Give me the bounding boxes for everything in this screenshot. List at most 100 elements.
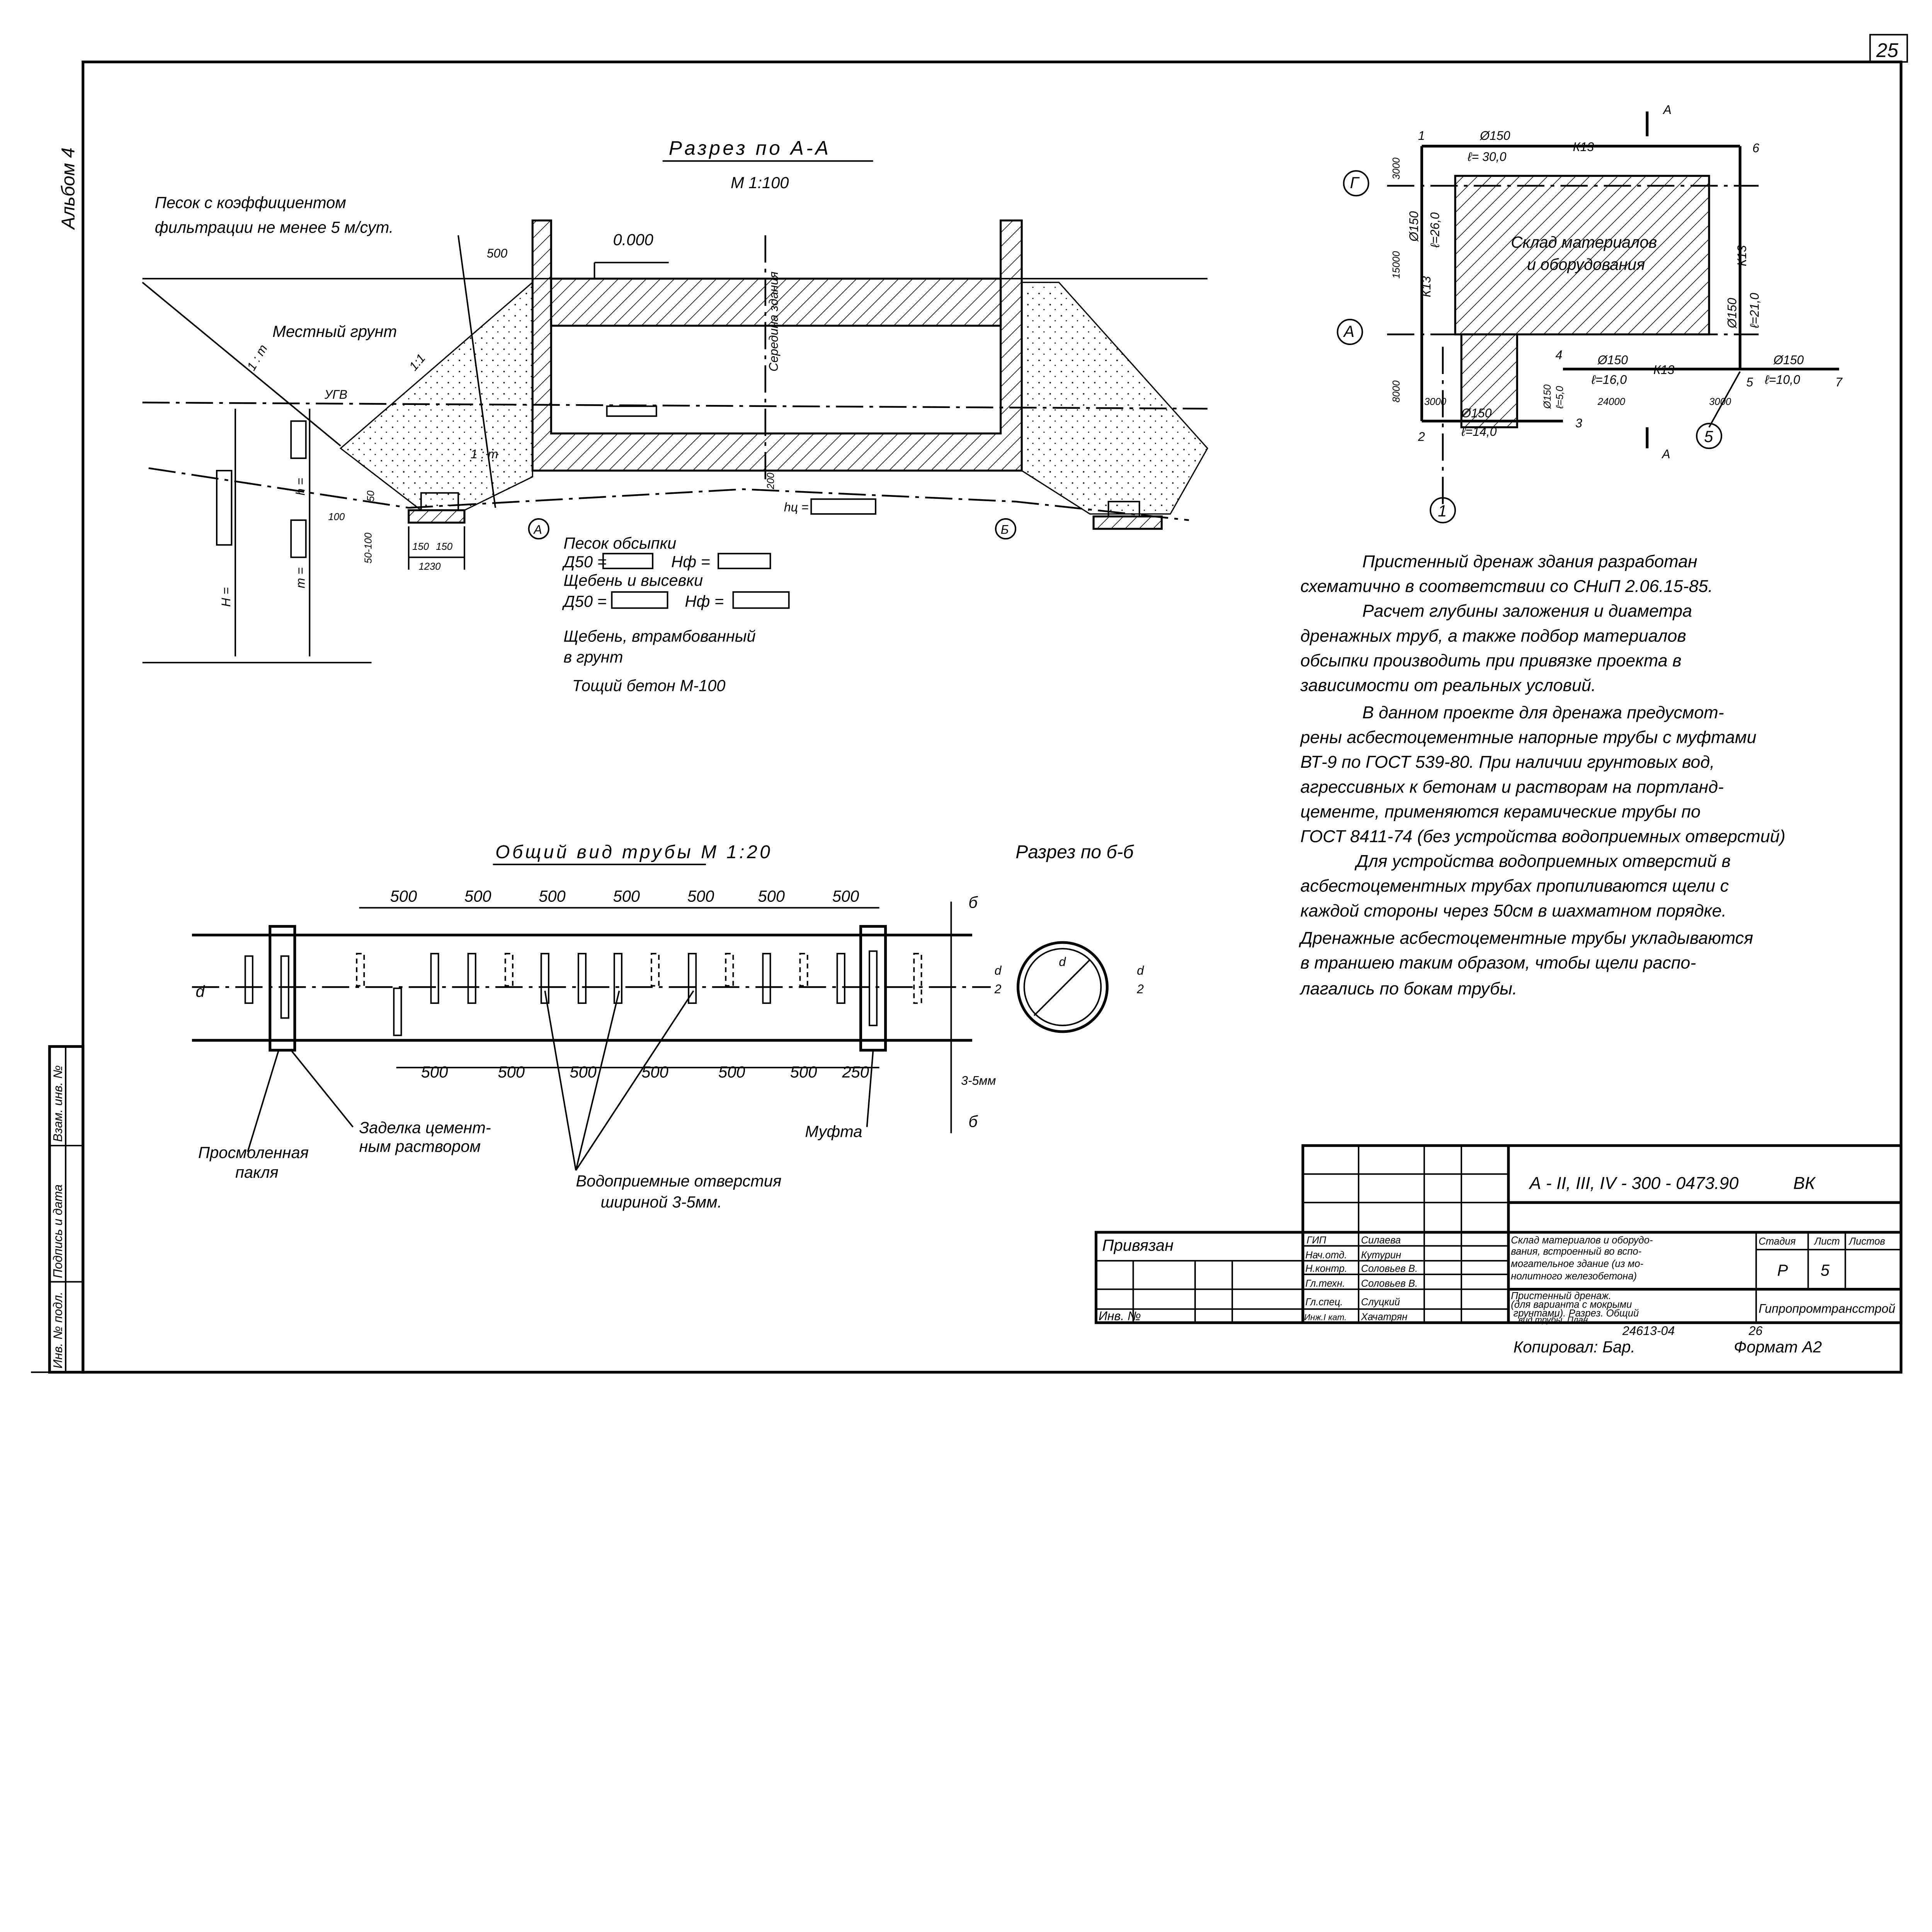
title-block-staff-2-name-text: Соловьев В. — [1361, 1264, 1418, 1274]
section-bb: Разрез по б-б d d 2 d 2 — [994, 842, 1144, 1033]
notes-8-text: ВТ-9 по ГОСТ 539-80. При наличии грунтов… — [1300, 752, 1714, 772]
section-aa-labels-hc-text: hц = — [784, 500, 809, 514]
notes-10-text: цементе, применяются керамические трубы … — [1300, 801, 1701, 821]
section-aa-legend-lean-concrete-text: Тощий бетон М-100 — [572, 676, 726, 694]
section-aa-labels-local-soil-text: Местный грунт — [272, 322, 397, 340]
title-block-staff-4-name-text: Слуцкий — [1361, 1297, 1400, 1308]
section-aa-scale: М 1:100 — [731, 173, 789, 192]
section-aa-labels-dim-100-text: 100 — [328, 512, 345, 522]
section-aa-labels-dim-150b-text: 150 — [436, 541, 453, 552]
section-aa-labels-elev-text: 0.000 — [613, 231, 653, 249]
section-bb-d3-den-text: 2 — [1136, 982, 1144, 996]
notes-6-text: В данном проекте для дренажа предусмот- — [1362, 702, 1724, 722]
side-stamp-1-text: Подпись и дата — [51, 1184, 65, 1278]
plan-axes-one-text: 1 — [1438, 502, 1447, 520]
plan-axes-five-text: 5 — [1704, 427, 1713, 446]
plan-pipes-2-l-text: ℓ=21,0 — [1747, 293, 1761, 329]
title-block-sheets-h-text: Листов — [1848, 1236, 1885, 1247]
title-block-sheet-h-text: Лист — [1814, 1236, 1840, 1247]
pipe-view-top-dims-1-text: 500 — [464, 887, 492, 905]
pipe-view-bottom-dims-1-text: 500 — [498, 1063, 525, 1081]
notes-12-text: Для устройства водоприемных отверстий в — [1354, 851, 1731, 871]
section-aa-labels-sand-note-1-text: Песок с коэффициентом — [155, 193, 346, 211]
plan-cut2-text: А — [1661, 447, 1670, 461]
side-stamp: Инв. № подл. Подпись и дата Взам. инв. № — [48, 1045, 85, 1374]
section-aa-labels-slope-11-text: 1:1 — [406, 351, 428, 373]
title-block-object-desc-2-text: могательное здание (из мо- — [1511, 1259, 1643, 1269]
title-block-sheet-text: 5 — [1821, 1261, 1830, 1279]
pipe-view-bottom-dims-4-text: 500 — [718, 1063, 745, 1081]
document-code: А - II, III, IV - 300 - 0473.90 — [1528, 1173, 1738, 1193]
plan-nodes-6-text: 7 — [1835, 375, 1843, 389]
pipe-view-bottom-dims-6-text: 250 — [842, 1063, 869, 1081]
section-aa-labels-sand-note-2-text: фильтрации не менее 5 м/сут. — [155, 218, 394, 236]
sheet-number: 25 — [1876, 39, 1899, 61]
plan-pipes-4-d-text: Ø150 — [1773, 353, 1804, 367]
plan-pipes-3-l-text: ℓ=16,0 — [1591, 373, 1627, 387]
notes-14-text: каждой стороны через 50см в шахматном по… — [1300, 901, 1726, 920]
section-aa-title: Разрез по А-А — [669, 137, 831, 159]
plan-dims-d15000-text: 15000 — [1391, 251, 1402, 279]
pipe-view-slot-text: 3-5мм — [961, 1074, 996, 1088]
pipe-view-seal-1-text: Заделка цемент- — [359, 1119, 491, 1137]
plan-nodes-2-text: 3 — [1575, 416, 1582, 430]
title-block-inv-text: Инв. № — [1099, 1309, 1141, 1323]
title-block-staff-0-role-text: ГИП — [1306, 1235, 1326, 1246]
section-aa-labels-ugv-text: УГВ — [324, 388, 347, 401]
plan-dims-d3000-text: 3000 — [1391, 157, 1402, 180]
title-block-org-text: Гипропромтрансстрой — [1759, 1301, 1895, 1315]
section-bb-title-text: Разрез по б-б — [1015, 842, 1134, 862]
pipe-view-top-dims-2-text: 500 — [539, 887, 566, 905]
title-block-object-desc-1-text: вания, встроенный во вспо- — [1511, 1246, 1641, 1257]
section-bb-d3-num-text: d — [1137, 963, 1144, 977]
title-block-attached-text: Привязан — [1102, 1236, 1174, 1254]
pipe-view-top-dims-4-text: 500 — [687, 887, 714, 905]
section-aa-legend-sand-fill-text: Песок обсыпки — [563, 534, 676, 552]
pipe-view-coupling-text: Муфта — [805, 1122, 862, 1140]
side-stamp-2-text: Взам. инв. № — [51, 1065, 65, 1142]
notes-4-text: обсыпки производить при привязке проекта… — [1300, 650, 1681, 670]
section-aa-labels-dim-50-100-text: 50-100 — [363, 532, 374, 564]
plan-pipes-6-l-text: ℓ=5,0 — [1554, 386, 1565, 409]
document-mark: ВК — [1793, 1173, 1816, 1193]
plan-axes-a-text: А — [1343, 322, 1355, 340]
site-plan: Г А 1 5 А А Склад материалов и оборудова… — [1337, 103, 1843, 524]
section-aa-legend: Песок обсыпки Д50 = Нф = Щебень и высевк… — [562, 534, 790, 694]
plan-pipes-0-l-text: ℓ= 30,0 — [1467, 150, 1507, 164]
plan-nodes-1-text: 2 — [1418, 430, 1425, 444]
title-block-staff-1-name-text: Кутурин — [1361, 1250, 1401, 1260]
sheet-frame — [31, 34, 1908, 1374]
section-aa-legend-d50-1-text: Д50 = — [562, 553, 607, 571]
plan-cut-text: А — [1662, 103, 1671, 117]
pipe-view-cut-b-text: б — [968, 893, 978, 911]
notes-3-text: дренажных труб, а также подбор материало… — [1300, 626, 1686, 645]
notes-17-text: лагались по бокам трубы. — [1299, 979, 1517, 998]
notes-5-text: зависимости от реальных условий. — [1300, 675, 1596, 695]
pipe-view-bottom-dims-5-text: 500 — [790, 1063, 817, 1081]
section-aa-labels-dim-150a-text: 150 — [412, 541, 429, 552]
pipe-view-title-text: Общий вид трубы М 1:20 — [495, 842, 772, 862]
title-block-staff-3-name-text: Соловьев В. — [1361, 1278, 1418, 1289]
section-aa-labels-h-text: h = — [293, 478, 307, 495]
title-block-staff-2-role-text: Н.контр. — [1305, 1264, 1347, 1274]
plan-nodes-4-text: 5 — [1746, 375, 1753, 389]
title-block-copied-text: Копировал: Бар. — [1514, 1338, 1635, 1356]
section-aa-labels-slope-1m-b-text: 1 : m — [471, 447, 498, 461]
plan-pipes-0-d-text: Ø150 — [1480, 129, 1510, 143]
notes-13-text: асбестоцементных трубах пропиливаются ще… — [1300, 876, 1729, 896]
notes-1-text: схематично в соответствии со СНиП 2.06.1… — [1300, 576, 1713, 596]
title-block-object-desc-3-text: нолитного железобетона) — [1511, 1271, 1637, 1282]
pipe-view-holes-2-text: шириной 3-5мм. — [600, 1193, 722, 1211]
plan-pipes-6-d-text: Ø150 — [1542, 384, 1553, 409]
title-block-sheet-desc-2-text: грунтами). Разрез. Общий — [1514, 1308, 1639, 1319]
plan-k13-0-text: К13 — [1573, 140, 1594, 154]
title-block-staff-3-role-text: Гл.техн. — [1305, 1278, 1345, 1289]
plan-pipes-2-d-text: Ø150 — [1725, 298, 1739, 329]
pipe-view-top-dims-3-text: 500 — [613, 887, 640, 905]
section-aa-labels-H-text: H = — [219, 587, 233, 607]
plan-pipes-4-l-text: ℓ=10,0 — [1764, 373, 1800, 387]
plan-nodes-5-text: 6 — [1752, 141, 1759, 155]
plan-axes-g-text: Г — [1350, 173, 1360, 192]
pipe-view-seal-2-text: ным раствором — [359, 1137, 480, 1155]
section-aa-legend-gravel-text: Щебень и высевки — [563, 571, 703, 589]
